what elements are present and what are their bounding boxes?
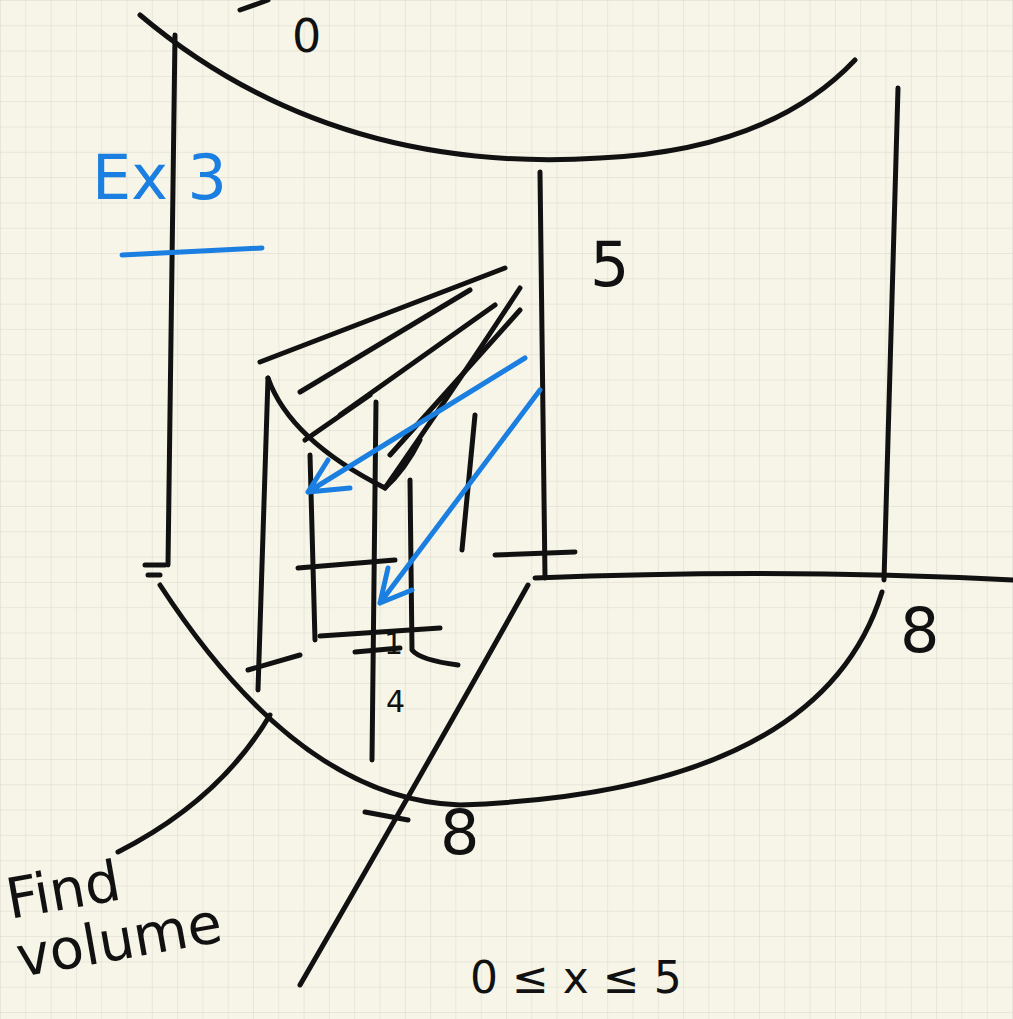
top-arc	[140, 15, 855, 160]
arrow	[380, 390, 540, 603]
dimension-label: 4	[386, 686, 405, 718]
box-base	[298, 552, 575, 652]
box-base	[248, 655, 300, 670]
quarter-cylinder	[118, 0, 1013, 985]
underline	[122, 248, 262, 255]
y-axis	[535, 573, 1013, 580]
top-label: 0	[292, 12, 321, 60]
right-edge	[884, 88, 898, 580]
radius-label: 8	[440, 800, 479, 865]
box-edge	[258, 378, 268, 690]
box-edge	[372, 402, 376, 760]
tick	[365, 812, 408, 820]
tick	[145, 565, 165, 575]
example-number: Ex 3	[92, 145, 227, 210]
height-label: 5	[590, 232, 629, 297]
bounds-note: 0 ≤ x ≤ 5	[470, 955, 682, 1001]
dimension-label: 1	[384, 628, 403, 660]
bottom-arc	[160, 585, 882, 805]
column-box	[248, 268, 575, 760]
box-top	[260, 268, 505, 362]
leader	[118, 715, 270, 852]
box-diag	[385, 288, 520, 488]
top-stroke	[240, 0, 268, 10]
left-edge	[168, 35, 175, 565]
inner-edge	[540, 172, 545, 578]
arrow	[308, 358, 525, 492]
blue-arrows	[122, 248, 540, 603]
radius-label: 8	[900, 598, 939, 663]
